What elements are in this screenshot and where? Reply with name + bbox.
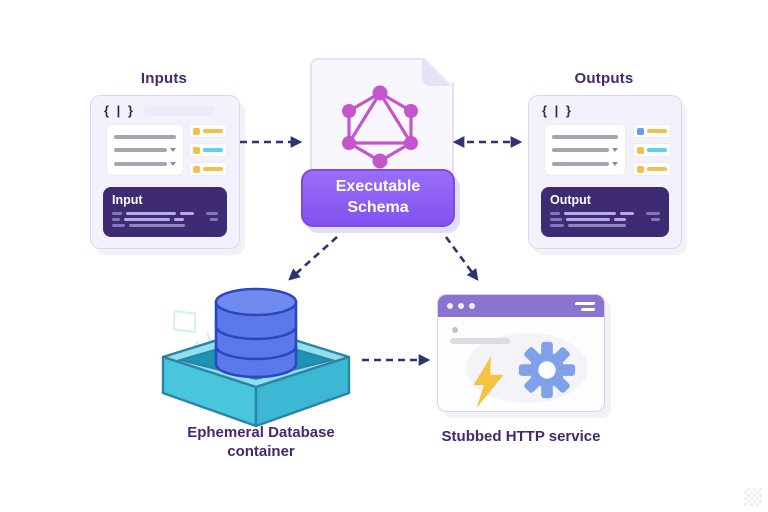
- chip-value-bar: [203, 129, 223, 133]
- code-token: [210, 218, 218, 221]
- code-token: [651, 218, 660, 221]
- lightning-bolt-icon: [473, 356, 504, 408]
- inputs-header-bar: [143, 106, 215, 116]
- code-token: [620, 212, 634, 215]
- code-token: [550, 224, 564, 227]
- browser-window: [437, 294, 605, 412]
- code-token: [550, 212, 560, 215]
- menu-line: [580, 307, 596, 311]
- code-token: [174, 218, 184, 221]
- input-code-label: Input: [112, 193, 143, 207]
- dropdown-caret-icon: [170, 161, 176, 166]
- database-container-illustration: [161, 287, 351, 428]
- graphql-logo-icon: [342, 85, 418, 169]
- browser-title-bar: [438, 295, 604, 317]
- http-service-label: Stubbed HTTP service: [441, 428, 601, 445]
- inputs-form-card: [106, 124, 184, 176]
- outputs-braces: { | }: [542, 103, 573, 118]
- code-token: [564, 212, 616, 215]
- chip-value-bar: [203, 167, 223, 171]
- input-code-card: Input: [103, 187, 227, 237]
- chip: [189, 143, 227, 157]
- code-token: [550, 218, 562, 221]
- code-token: [112, 218, 120, 221]
- dropdown-caret-icon: [612, 148, 618, 152]
- code-token: [112, 224, 125, 227]
- window-menu-icon: [574, 301, 596, 311]
- container-front-right: [254, 355, 351, 428]
- code-token: [126, 212, 176, 215]
- output-code-card: Output: [541, 187, 669, 237]
- dropdown-caret-icon: [612, 161, 618, 166]
- code-line: [550, 212, 660, 215]
- arrow-schema-to-database: [288, 236, 338, 281]
- gear-icon: [518, 341, 576, 399]
- code-token: [568, 224, 626, 227]
- window-dot-icon: [458, 303, 464, 309]
- code-line: [112, 212, 218, 215]
- chip: [189, 162, 227, 176]
- chip-icon: [637, 165, 644, 173]
- executable-schema-node: Executable Schema: [301, 169, 455, 227]
- chip-icon: [193, 127, 200, 135]
- chip-value-bar: [647, 148, 667, 152]
- menu-line: [574, 301, 596, 305]
- code-line: [550, 224, 660, 227]
- form-row: [114, 161, 176, 166]
- form-row: [114, 134, 176, 139]
- form-row: [114, 148, 176, 152]
- code-token: [206, 212, 218, 215]
- chip: [633, 124, 671, 138]
- outputs-chips: [633, 124, 671, 176]
- code-token: [112, 212, 122, 215]
- watermark: [744, 488, 762, 506]
- chip-value-bar: [647, 129, 667, 133]
- form-row: [552, 148, 618, 152]
- database-cylinder-icon: [214, 287, 298, 379]
- code-token: [124, 218, 170, 221]
- outputs-form-card: [544, 124, 626, 176]
- chip-icon: [637, 127, 644, 135]
- inputs-braces: { | }: [104, 103, 135, 118]
- code-token: [180, 212, 194, 215]
- window-dot-icon: [469, 303, 475, 309]
- chip-value-bar: [203, 148, 223, 152]
- arrow-schema-to-http: [444, 236, 479, 281]
- code-line: [112, 218, 218, 221]
- field-line: [114, 161, 167, 166]
- database-label: Ephemeral Database container: [187, 424, 335, 460]
- field-line: [552, 148, 609, 152]
- chip: [633, 143, 671, 157]
- outputs-title: Outputs: [574, 70, 634, 87]
- placeholder-dot: [452, 327, 458, 333]
- output-code-label: Output: [550, 193, 591, 207]
- field-line: [552, 161, 609, 166]
- chip: [633, 162, 671, 176]
- code-line: [112, 224, 218, 227]
- chip: [189, 124, 227, 138]
- form-row: [552, 134, 618, 139]
- field-line: [114, 148, 167, 152]
- chip-icon: [193, 165, 200, 173]
- code-token: [614, 218, 626, 221]
- chip-icon: [637, 146, 644, 154]
- window-dot-icon: [447, 303, 453, 309]
- placeholder-line: [450, 338, 510, 344]
- inputs-title: Inputs: [140, 70, 188, 87]
- browser-body: [438, 317, 604, 411]
- field-line: [552, 134, 618, 139]
- inputs-chips: [189, 124, 227, 176]
- field-line: [114, 134, 176, 139]
- form-row: [552, 161, 618, 166]
- file-fold-corner: [422, 58, 450, 86]
- inputs-panel: { | } Input: [90, 95, 240, 249]
- code-token: [129, 224, 185, 227]
- chip-value-bar: [647, 167, 667, 171]
- dropdown-caret-icon: [170, 148, 176, 152]
- outputs-panel: { | } Output: [528, 95, 682, 249]
- chip-icon: [193, 146, 200, 154]
- code-line: [550, 218, 660, 221]
- code-token: [646, 212, 660, 215]
- code-token: [566, 218, 610, 221]
